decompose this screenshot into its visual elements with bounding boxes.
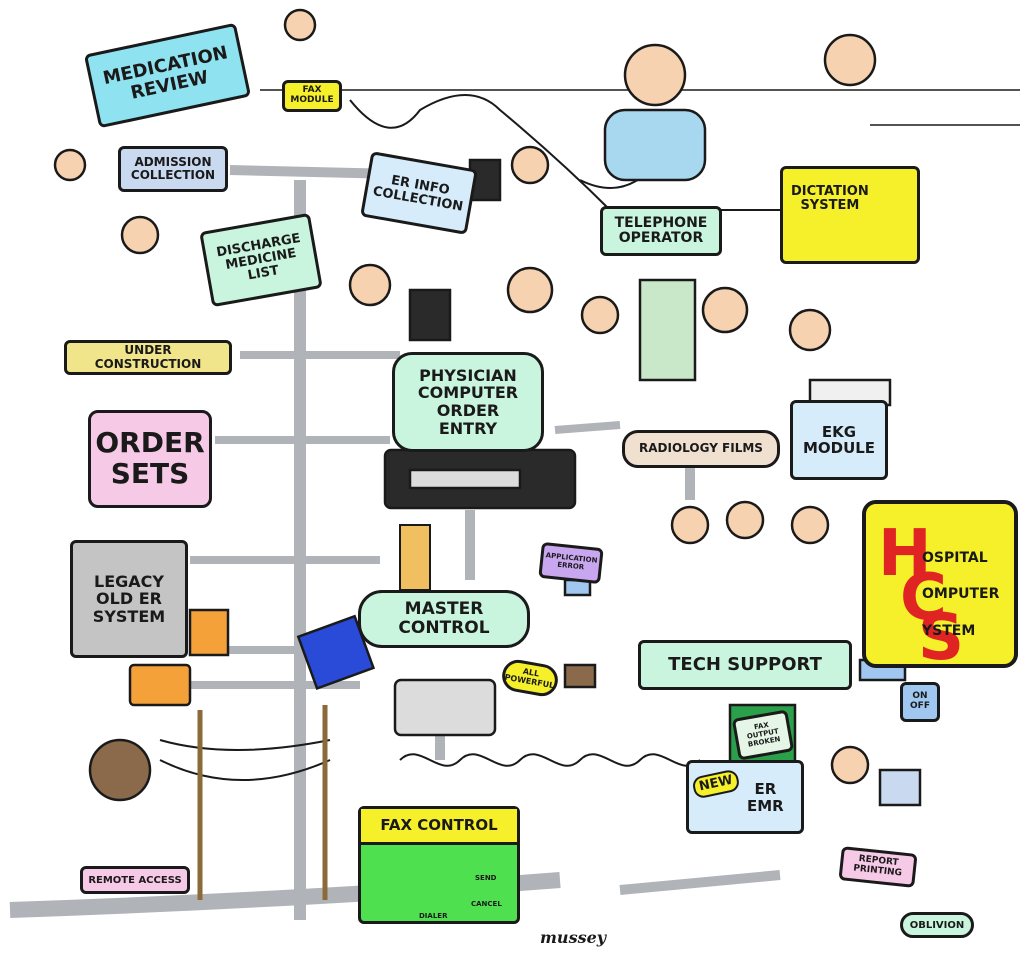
fax-control-box: FAX CONTROL SEND CANCEL DIALER: [358, 806, 520, 924]
admission-collection-sign: ADMISSION COLLECTION: [118, 146, 228, 192]
send-button[interactable]: SEND: [475, 874, 497, 882]
ekg-module-sign: EKG MODULE: [790, 400, 888, 480]
new-burst: NEW: [691, 768, 741, 800]
dictation-system-sign: DICTATION SYSTEM: [780, 166, 920, 264]
hcs-letter-c: C: [900, 561, 947, 635]
fax-module-sign: FAX MODULE: [282, 80, 342, 112]
application-error-sign: APPLICATION ERROR: [538, 541, 604, 585]
new-er-emr-monitor: NEW ER EMR: [686, 760, 804, 834]
hcs-letter-h: H: [878, 517, 932, 591]
hcs-words: OSPITAL OMPUTER YSTEM: [922, 550, 1000, 639]
dialer-label: DIALER: [419, 912, 448, 920]
people: [53, 8, 877, 802]
artist-signature: mussey: [540, 928, 607, 947]
legacy-system-sign: LEGACY OLD ER SYSTEM: [70, 540, 188, 658]
remote-access-sign: REMOTE ACCESS: [80, 866, 190, 894]
spring: [399, 524, 431, 591]
cancel-button[interactable]: CANCEL: [471, 900, 502, 908]
on-off-switch[interactable]: ON OFF: [900, 682, 940, 722]
order-sets-label: ORDER SETS: [95, 426, 205, 490]
telephone-operator-sign: TELEPHONE OPERATOR: [600, 206, 722, 256]
master-control-sign: MASTER CONTROL: [358, 590, 530, 648]
order-sets-sign: ORDER SETS: [88, 410, 212, 508]
fax-control-title: FAX CONTROL: [361, 809, 517, 845]
under-construction-sign: UNDER CONSTRUCTION: [64, 340, 232, 375]
physician-cpoe-sign: PHYSICIAN COMPUTER ORDER ENTRY: [392, 352, 544, 452]
radiology-films-sign: RADIOLOGY FILMS: [622, 430, 780, 468]
er-emr-text: ER EMR: [747, 780, 784, 815]
oblivion-sign: OBLIVION: [900, 912, 974, 938]
tech-support-sign: TECH SUPPORT: [638, 640, 852, 690]
hospital-computer-system-sign: H C S OSPITAL OMPUTER YSTEM: [862, 500, 1018, 675]
hcs-letter-s: S: [918, 601, 965, 675]
